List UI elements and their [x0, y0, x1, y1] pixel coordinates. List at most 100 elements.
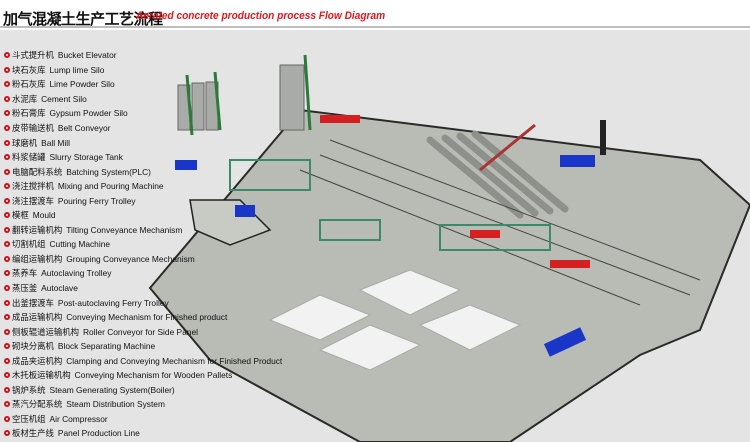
legend-cn: 粉石灰库 [12, 79, 46, 90]
diagram-area [0, 30, 750, 442]
header: 加气混凝土生产工艺流程 Aerated concrete production … [0, 0, 750, 28]
legend-cn: 电脑配料系统 [12, 166, 63, 177]
legend-en: Gypsum Powder Silo [49, 108, 128, 119]
legend-en: Autoclaving Trolley [41, 268, 112, 279]
legend-cn: 水泥库 [12, 93, 38, 104]
marker-icon [4, 299, 10, 306]
legend-en: Conveying Mechanism for Finished product [66, 312, 228, 323]
legend-en: Mixing and Pouring Machine [57, 181, 164, 192]
legend-en: Grouping Conveyance Mechanism [66, 253, 195, 264]
legend-en: Slurry Storage Tank [49, 152, 123, 163]
legend-en: Batching System(PLC) [66, 166, 151, 177]
marker-icon [4, 255, 10, 262]
marker-icon [4, 270, 10, 277]
legend-cn: 出釜摆渡车 [12, 297, 54, 308]
legend-cn: 砌块分离机 [12, 341, 54, 352]
marker-icon [4, 110, 10, 117]
boiler-chimney [600, 120, 606, 155]
marker-icon [4, 81, 10, 88]
marker-icon [4, 197, 10, 204]
legend-en: Lump lime Silo [49, 64, 105, 75]
legend-cn: 蒸汽分配系统 [12, 399, 63, 410]
legend-cn: 皮带输送机 [12, 123, 54, 133]
finished-product-stacks [268, 269, 522, 371]
plant-illustration [148, 54, 750, 442]
legend-en: Pouring Ferry Trolley [57, 195, 136, 206]
steam-pipe [479, 123, 536, 172]
marker-icon [4, 139, 10, 146]
legend-cn: 翻转运输机构 [12, 224, 63, 235]
conveyor-frames [229, 159, 551, 251]
legend-cn: 切割机组 [12, 239, 46, 250]
legend-en: Ball Mill [41, 137, 70, 148]
legend-cn: 粉石膏库 [12, 108, 46, 119]
legend-item: 侧板辊道运输机构 Roller Conveyor for Side Panel [4, 324, 282, 339]
marker-icon [4, 401, 10, 408]
legend-en: Lime Powder Silo [49, 79, 115, 90]
legend-en: Panel Production Line [57, 428, 140, 439]
legend-cn: 空压机组 [12, 413, 46, 424]
red-machines [320, 115, 590, 268]
legend-cn: 斗式提升机 [12, 50, 54, 61]
legend-en: Roller Conveyor for Side Panel [83, 326, 198, 337]
legend-en: Belt Conveyor [57, 123, 111, 133]
marker-icon [4, 430, 10, 437]
legend-en: Conveying Mechanism for Wooden Pallets [74, 370, 233, 381]
marker-icon [4, 154, 10, 161]
legend-en: Cutting Machine [49, 239, 111, 250]
marker-icon [4, 95, 10, 102]
marker-icon [4, 372, 10, 379]
marker-icon [4, 357, 10, 364]
legend-en: Block Separating Machine [57, 341, 156, 352]
marker-icon [4, 52, 10, 59]
header-divider [0, 26, 750, 28]
legend-cn: 成品运输机构 [12, 312, 63, 323]
autoclaves [426, 130, 569, 219]
legend-cn: 浇注搅拌机 [12, 181, 54, 192]
marker-icon [4, 241, 10, 248]
factory-floor [148, 108, 750, 442]
silos [177, 64, 305, 131]
legend-en: Steam Generating System(Boiler) [49, 384, 175, 395]
marker-icon [4, 66, 10, 73]
legend-cn: 木托板运输机构 [12, 370, 71, 381]
marker-icon [4, 328, 10, 335]
legend-cn: 锅炉系统 [12, 384, 46, 395]
legend-cn: 板材生产线 [12, 428, 54, 439]
legend-cn: 蒸养车 [12, 268, 38, 279]
marker-icon [4, 386, 10, 393]
legend-cn: 编组运输机构 [12, 253, 63, 264]
legend-en: Air Compressor [49, 413, 108, 424]
marker-icon [4, 183, 10, 190]
title-chinese: 加气混凝土生产工艺流程 [3, 10, 163, 28]
legend-cn: 模框 [12, 210, 29, 221]
legend-cn: 侧板辊道运输机构 [12, 326, 79, 337]
legend-en: Bucket Elevator [57, 50, 117, 61]
marker-icon [4, 226, 10, 233]
title-english: Aerated concrete production process Flow… [136, 10, 386, 22]
marker-icon [4, 314, 10, 321]
legend-en: Clamping and Conveying Mechanism for Fin… [66, 355, 283, 366]
legend-cn: 浇注摆渡车 [12, 195, 54, 206]
